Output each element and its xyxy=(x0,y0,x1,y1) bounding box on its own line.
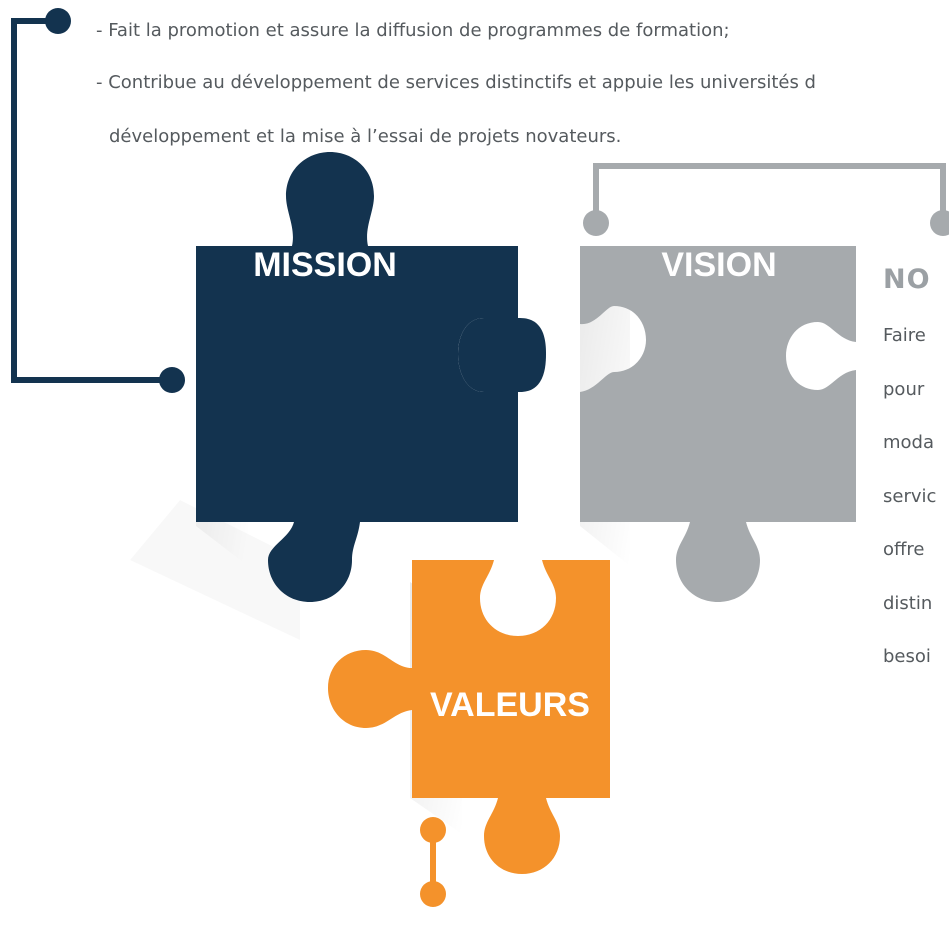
vision-line: distin xyxy=(883,592,933,614)
vision-connector-dot-left xyxy=(583,210,609,236)
valeurs-connector xyxy=(420,817,446,907)
mission-bullet-2-continued: développement et la mise à l’essai de pr… xyxy=(109,126,622,147)
valeurs-connector-dot-top xyxy=(420,817,446,843)
mission-connector-dot-bottom xyxy=(159,367,185,393)
mission-bullet-1: - Fait la promotion et assure la diffusi… xyxy=(96,20,730,41)
vision-heading: NO xyxy=(883,264,931,295)
vision-line: moda xyxy=(883,432,935,453)
vision-line: besoi xyxy=(883,646,931,667)
mission-connector xyxy=(11,8,185,393)
vision-line: offre xyxy=(883,539,925,560)
vision-text: Faire pour moda servic offre distin beso… xyxy=(883,326,936,701)
vision-line: pour xyxy=(883,378,925,400)
vision-title: VISION xyxy=(661,246,776,284)
valeurs-connector-dot-bottom xyxy=(420,881,446,907)
valeurs-title: VALEURS xyxy=(430,686,590,724)
vision-connector-dot-right xyxy=(930,210,949,236)
vision-line: Faire xyxy=(883,325,926,346)
vision-piece: VISION xyxy=(580,246,856,602)
mission-connector-dot-top xyxy=(45,8,71,34)
mission-bullet-2: - Contribue au développement de services… xyxy=(96,72,816,93)
valeurs-piece: VALEURS xyxy=(328,560,610,874)
vision-line: servic xyxy=(883,485,937,507)
vision-connector xyxy=(583,163,949,236)
mission-title: MISSION xyxy=(253,246,397,284)
mission-piece: MISSION xyxy=(196,152,546,602)
